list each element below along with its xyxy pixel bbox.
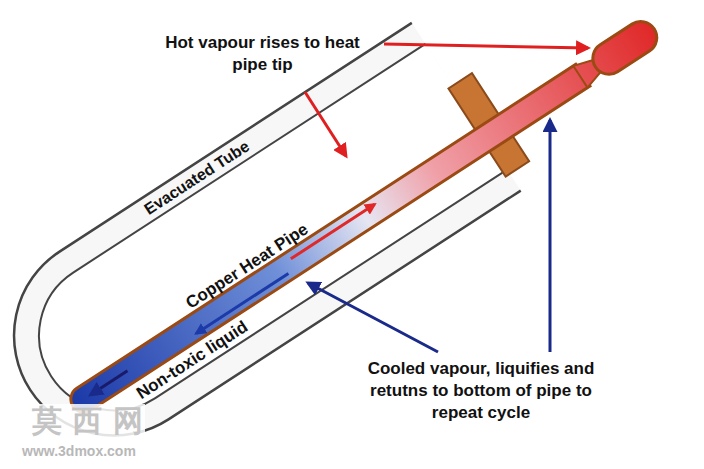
watermark: www.3dmox.com (20, 444, 138, 459)
callout-text: Hot vapour rises to heat pipe tip (155, 32, 370, 76)
inner-glass-wall (10, 44, 507, 439)
callout-arrow (308, 283, 438, 352)
tube-group (0, 0, 688, 469)
callout-arrow (384, 44, 588, 48)
watermark: 莫 西 网 (30, 404, 145, 437)
condenser-bulb (587, 15, 663, 80)
callout-text: Cooled vapour, liquifies and retutns to … (345, 358, 617, 424)
callout-arrow (549, 120, 552, 352)
callout-arrow (305, 92, 346, 156)
liquid-pool-arrow (91, 371, 128, 395)
